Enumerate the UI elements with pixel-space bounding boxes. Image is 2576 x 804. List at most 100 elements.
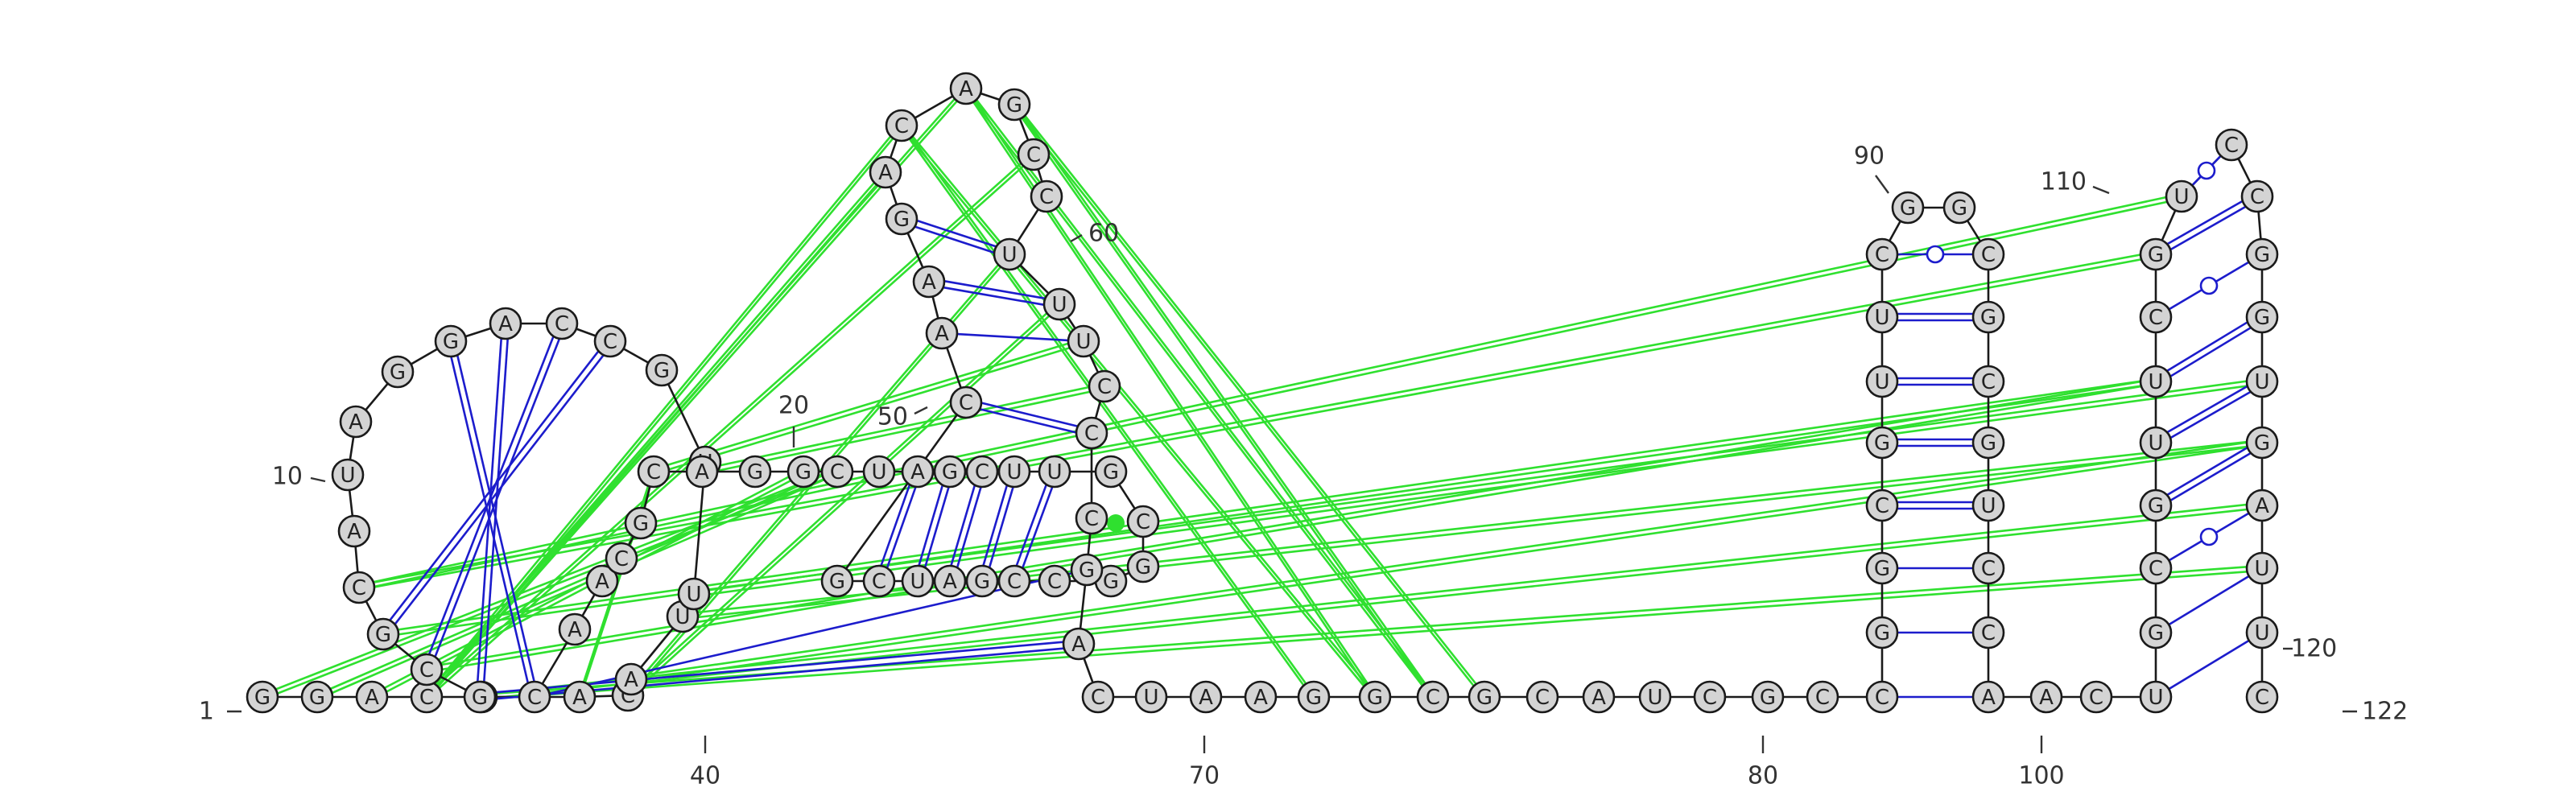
nucleotide-circle [1038, 455, 1071, 489]
nucleotide-circle [1865, 489, 1899, 522]
nucleotide-17: G [381, 355, 415, 389]
number-tick [2092, 185, 2110, 195]
pseudoknot-pair-line [964, 85, 1435, 695]
pseudoknot-pair-line [358, 255, 2157, 592]
nucleotide-circle [1638, 680, 1672, 714]
nucleotide-98: U [1971, 489, 2005, 522]
nucleotide-56: A [869, 155, 902, 189]
nucleotide-6: A [563, 680, 597, 714]
nucleotide-circle [1971, 489, 2005, 522]
nucleotide-87: C [1865, 489, 1899, 522]
nucleotide-circle [1751, 680, 1785, 714]
nucleotide-85: G [1865, 616, 1899, 649]
nucleotide-circle [1971, 616, 2005, 649]
pseudoknot-pair-line [900, 122, 1377, 695]
nucleotide-letter: U [2148, 370, 2163, 394]
number-tick [310, 476, 326, 483]
nucleotide-letter: C [2149, 306, 2163, 330]
nucleotide-circle [1067, 324, 1100, 358]
nucleotide-letter: C [2250, 185, 2264, 209]
pseudoknot-pair-line [701, 387, 1105, 476]
nucleotide-32: G [738, 455, 772, 489]
nucleotide-letter: C [1007, 570, 1022, 594]
nucleotide-circle [545, 307, 579, 340]
nucleotide-letter: U [1980, 494, 1996, 518]
pseudoknot-pair-line [358, 250, 2157, 587]
pseudoknot-pair-line [900, 127, 1315, 700]
nucleotide-letter: C [1981, 370, 1996, 394]
nucleotide-118: G [2245, 426, 2279, 460]
nucleotide-92: G [1891, 191, 1925, 225]
nucleotide-circle [331, 458, 365, 492]
nucleotide-circle [518, 680, 551, 714]
nucleotide-letter: A [878, 161, 893, 185]
nucleotide-letter: G [2254, 243, 2270, 267]
nucleotide-13: C [593, 324, 627, 358]
nucleotide-circle [1244, 680, 1278, 714]
nucleotide-circle [949, 72, 983, 105]
nucleotide-letter: U [1874, 370, 1889, 394]
nucleotide-letter: C [527, 686, 542, 710]
pseudoknot-pair-line [426, 382, 2157, 674]
nucleotide-16: G [434, 324, 468, 358]
nucleotide-26: A [558, 612, 592, 646]
nucleotide-61: C [1030, 179, 1063, 213]
nucleotide-31: A [685, 455, 719, 489]
nucleotide-circle [410, 653, 444, 686]
nucleotide-97: G [1971, 426, 2005, 460]
nucleotide-45: C [1038, 564, 1071, 598]
nucleotide-letter: G [2148, 621, 2164, 645]
nucleotide-letter: G [1367, 686, 1383, 710]
nucleotide-letter: G [1980, 306, 1996, 330]
nucleotide-86: G [1865, 551, 1899, 585]
nucleotide-circle [645, 353, 679, 387]
nucleotide-circle [1081, 680, 1115, 714]
nucleotide-letter: U [340, 464, 355, 488]
nucleotide-circle [434, 324, 468, 358]
nucleotide-circle [1971, 551, 2005, 585]
nucleotide-81: C [1693, 680, 1727, 714]
nucleotide-letter: C [959, 391, 973, 415]
nucleotide-117: U [2245, 365, 2279, 398]
nucleotide-91: C [1865, 237, 1899, 271]
number-label: 1 [199, 698, 214, 726]
nucleotide-circle [933, 564, 967, 598]
nucleotide-41: G [1094, 455, 1128, 489]
nucleotide-letter: U [1874, 306, 1889, 330]
nucleotide-circle [2165, 179, 2198, 213]
pseudoknot-pair-line [900, 127, 1377, 700]
nucleotide-48: A [933, 564, 967, 598]
base-pair-layer [389, 155, 2252, 700]
nucleotide-letter: G [942, 460, 958, 484]
nucleotide-circle [2139, 237, 2173, 271]
base-number-70: 70 [1189, 736, 1220, 790]
nucleotide-68: G [1070, 553, 1104, 587]
base-number-40: 40 [690, 736, 720, 790]
nucleotide-47: G [965, 564, 999, 598]
backbone-segment [660, 369, 707, 463]
nucleotide-letter: C [603, 330, 617, 354]
nucleotide-circle [997, 455, 1031, 489]
nucleotide-75: G [1358, 680, 1392, 714]
nucleotide-letter: U [2254, 557, 2269, 581]
nucleotide-letter: U [1051, 293, 1067, 317]
gc-pair-line [2166, 385, 2248, 434]
nucleotide-letter: U [675, 605, 690, 629]
nucleotide-circle [2139, 551, 2173, 585]
nucleotide-110: C [2139, 300, 2173, 334]
nucleotide-letter: A [2255, 494, 2269, 518]
nucleotide-letter: A [349, 410, 363, 435]
nucleotide-circle [1971, 300, 2005, 334]
nucleotide-circle [1865, 300, 1899, 334]
nucleotide-circle [820, 455, 854, 489]
pseudoknot-pair-line [426, 377, 2157, 669]
nucleotide-circle [2079, 680, 2113, 714]
nucleotide-letter: C [646, 460, 661, 484]
nucleotide-circle [1468, 680, 1501, 714]
nucleotide-circle [685, 455, 719, 489]
nucleotide-55: G [885, 202, 919, 236]
nucleotide-letter: U [2254, 370, 2269, 394]
nucleotide-8: A [614, 662, 648, 696]
nucleotide-letter: U [686, 583, 701, 607]
nucleotide-circle [933, 455, 967, 489]
